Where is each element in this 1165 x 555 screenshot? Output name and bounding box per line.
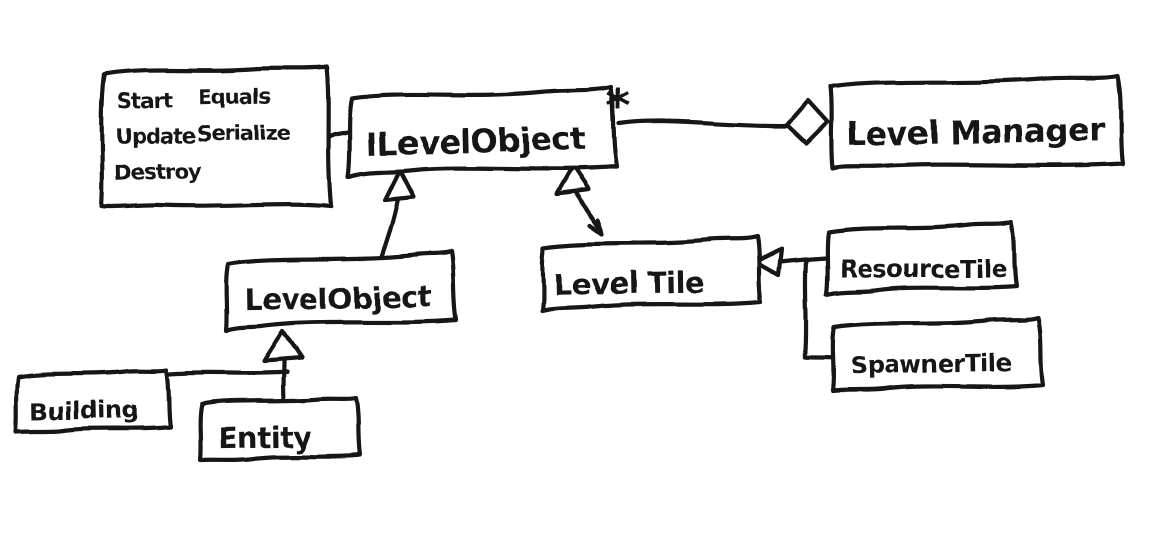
inheritance-arrow-icon	[382, 167, 417, 203]
node-building-label: Building	[30, 396, 138, 426]
node-levelobject-box	[223, 249, 459, 333]
edge-ilevelobject-to-levelmanager	[616, 119, 790, 129]
method-serialize-label: Serialize	[197, 121, 291, 147]
method-destroy-label: Destroy	[114, 159, 201, 185]
node-spawnertile-box	[829, 314, 1046, 394]
node-levelmanager-label: Level Manager	[846, 111, 1106, 154]
edge-tiles-vertical-line	[802, 258, 809, 360]
aggregation-diamond-icon	[784, 98, 830, 146]
node-resourcetile-box	[823, 219, 1020, 297]
inheritance-arrow-icon	[261, 328, 305, 364]
node-levelobject-label: LevelObject	[244, 279, 432, 316]
edge-tiles-horizontal-line	[778, 255, 829, 265]
methods-note-box	[99, 64, 334, 209]
node-ilevelobject-box	[345, 84, 620, 180]
node-ilevelobject-label: ILevelObject	[366, 119, 586, 163]
node-entity-box	[197, 395, 363, 463]
node-leveltile-box	[539, 234, 765, 314]
edge-spawnertile-line	[802, 354, 836, 361]
method-update-label: Update	[116, 123, 197, 148]
multiplicity-star-label: *	[606, 79, 630, 133]
node-levelmanager-box	[827, 73, 1126, 171]
inheritance-arrow-icon	[553, 163, 591, 197]
inheritance-arrow-icon	[753, 246, 785, 278]
node-entity-label: Entity	[218, 419, 313, 455]
edge-building-to-levelobject	[166, 369, 290, 377]
node-spawnertile-label: SpawnerTile	[850, 350, 1012, 381]
edge-leveltile-arrowhead-icon	[587, 217, 606, 237]
node-building-box	[13, 367, 173, 435]
method-start-label: Start	[117, 88, 173, 113]
method-equals-label: Equals	[198, 84, 271, 109]
node-resourcetile-label: ResourceTile	[839, 255, 1007, 283]
node-leveltile-label: Level Tile	[553, 265, 705, 302]
